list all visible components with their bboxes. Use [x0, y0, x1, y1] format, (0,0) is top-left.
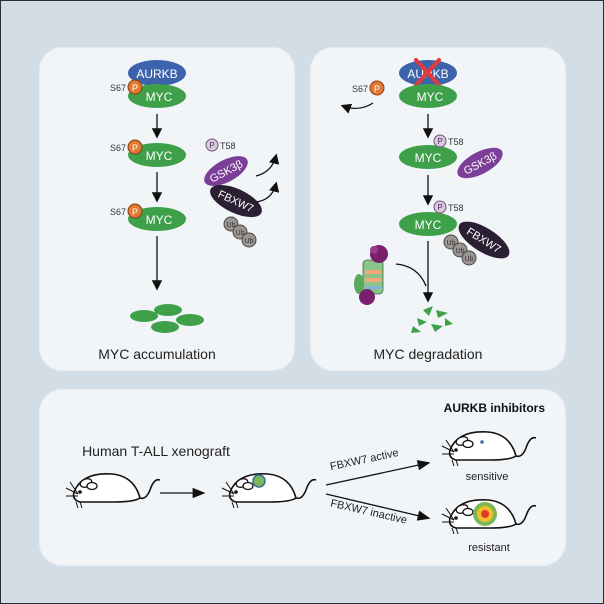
ub-icon	[241, 232, 257, 248]
outcome-resistant: resistant	[468, 542, 510, 554]
phospho-t58-icon	[205, 138, 219, 152]
aurkb-inhibited-complex: AURKB MYC	[399, 58, 457, 108]
myc-oval	[399, 145, 457, 169]
myc-label: MYC	[417, 90, 444, 104]
gsk3b-oval	[204, 156, 248, 186]
ub-label: Ub	[227, 222, 236, 229]
panel-myc-accumulation: AURKB MYC P S67 MYC P S67 P T58 GSK3β MY…	[40, 48, 294, 370]
mouse-sensitive-icon	[441, 431, 537, 467]
ub-chain: Ub Ub Ub	[223, 216, 257, 248]
s67-label: S67	[110, 143, 126, 153]
aurkb-myc-complex: AURKB MYC P S67	[110, 60, 186, 108]
s67-label: S67	[352, 84, 368, 94]
myc-oval	[128, 207, 186, 231]
myc-label: MYC	[415, 151, 442, 165]
phospho-t58-icon	[433, 200, 447, 214]
arrow-inactive	[325, 493, 431, 521]
fbxw7-dissociated: FBXW7 Ub Ub Ub	[210, 181, 280, 248]
phospho-p-label: P	[437, 137, 442, 146]
dissociate-arrow	[255, 181, 280, 203]
panel-xenograft: Human T-ALL xenograft AURKB inhibitors F…	[40, 390, 565, 565]
caption-accumulation: MYC accumulation	[98, 346, 216, 362]
phospho-s67-icon	[127, 139, 143, 155]
ub-label: Ub	[236, 230, 245, 237]
ub-label: Ub	[465, 256, 474, 263]
phospho-p-label: P	[132, 143, 138, 153]
phospho-p-label: P	[374, 84, 380, 94]
outcome-sensitive: sensitive	[466, 471, 509, 483]
dissociate-arrow	[255, 153, 280, 177]
myc-gsk3b-complex: MYC P T58 GSK3β	[399, 134, 503, 179]
myc-label: MYC	[415, 218, 442, 232]
aurkb-label: AURKB	[136, 67, 177, 81]
mouse-engrafted-icon	[221, 473, 317, 509]
accumulated-myc-icon	[130, 304, 204, 333]
gsk3b-dissociated: P T58 GSK3β	[204, 138, 280, 186]
phospho-s67-icon	[127, 79, 143, 95]
release-arrow	[340, 102, 374, 114]
phospho-p-label: P	[132, 83, 138, 93]
degraded-myc-fragments-icon	[411, 306, 453, 333]
ub-label: Ub	[456, 248, 465, 255]
branch-inactive-label: FBXW7 inactive	[329, 497, 408, 526]
myc-fbxw7-complex: MYC P T58 FBXW7 Ub Ub Ub	[399, 200, 510, 266]
phospho-p-label: P	[209, 141, 214, 150]
phospho-p-label: P	[437, 203, 442, 212]
myc-oval	[399, 84, 457, 108]
phospho-p-label: P	[132, 207, 138, 217]
s67-dephosphorylated: S67 P	[340, 80, 385, 114]
myc-label: MYC	[146, 90, 173, 104]
gsk3b-oval	[457, 147, 503, 179]
ub-icon	[461, 250, 477, 266]
fbxw7-oval	[458, 221, 510, 259]
myc-s67-complex-2: MYC P S67	[110, 139, 186, 167]
phospho-t58-icon	[433, 134, 447, 148]
myc-label: MYC	[146, 213, 173, 227]
t58-label: T58	[448, 203, 464, 213]
caption-degradation: MYC degradation	[374, 346, 483, 362]
xenograft-title: Human T-ALL xenograft	[82, 443, 230, 459]
proteasome-icon	[354, 245, 388, 305]
phospho-s67-icon	[127, 203, 143, 219]
treatment-label: AURKB inhibitors	[444, 401, 546, 415]
arrow-active	[325, 460, 431, 486]
fbxw7-oval	[210, 184, 262, 218]
mouse-resistant-icon	[441, 499, 537, 535]
phospho-s67-icon	[369, 80, 385, 96]
myc-oval	[399, 212, 457, 236]
myc-oval	[128, 143, 186, 167]
ub-label: Ub	[245, 238, 254, 245]
mouse-untreated-icon	[65, 473, 161, 509]
panel-myc-degradation: AURKB MYC S67 P MYC P T58 GSK3β MYC P T5…	[311, 48, 565, 370]
myc-s67-complex-3: MYC P S67	[110, 203, 186, 231]
s67-label: S67	[110, 83, 126, 93]
s67-label: S67	[110, 207, 126, 217]
myc-oval	[128, 84, 186, 108]
inhibit-cross-icon	[414, 58, 441, 87]
myc-label: MYC	[146, 149, 173, 163]
t58-label: T58	[448, 137, 464, 147]
aurkb-oval	[128, 60, 186, 86]
ub-label: Ub	[447, 240, 456, 247]
ub-chain: Ub Ub Ub	[443, 234, 477, 266]
t58-label: T58	[220, 141, 236, 151]
branch-active-label: FBXW7 active	[329, 447, 400, 473]
degradation-curve	[395, 263, 427, 287]
